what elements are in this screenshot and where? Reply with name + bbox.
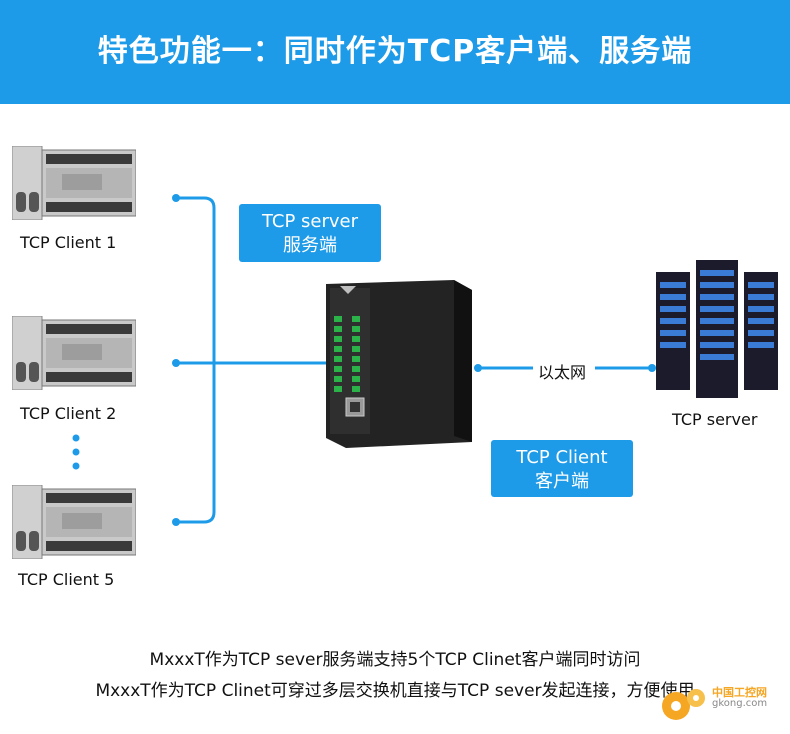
plc-device-icon [12,485,136,559]
server-label: TCP server [672,410,758,429]
badge-line: TCP Client [516,447,608,468]
ellipsis-dot [72,462,80,470]
badge-line: TCP server [261,211,359,232]
title-banner [0,0,790,104]
footer-line-1: MxxxT作为TCP sever服务端支持5个TCP Clinet客户端同时访问 [149,650,641,670]
server-role-badge: TCP server 服务端 [239,204,381,262]
client-bracket [176,196,330,524]
watermark-sub: gkong.com [712,698,768,709]
client-label: TCP Client 5 [18,570,115,589]
page-title: 特色功能一：同时作为TCP客户端、服务端 [97,34,693,69]
gear-logo-icon [662,689,705,720]
footer-line-2: MxxxT作为TCP Clinet可穿过多层交换机直接与TCP sever发起连… [95,681,695,701]
connector-dot [172,194,180,202]
connector-dot [172,359,180,367]
ellipsis-dot [72,434,80,442]
watermark-text: 中国工控网 [712,686,767,699]
io-module-device [326,280,472,448]
badge-line: 客户端 [535,471,589,492]
connector-dot [172,518,180,526]
server-rack-icon [656,260,778,398]
plc-device-icon [12,146,136,220]
ethernet-label: 以太网 [538,363,587,382]
client-label: TCP Client 1 [20,233,117,252]
client-role-badge: TCP Client 客户端 [491,440,633,497]
client-label: TCP Client 2 [20,404,117,423]
connector-dot [474,364,482,372]
connector-dot [648,364,656,372]
ellipsis-dot [72,448,80,456]
badge-line: 服务端 [283,235,337,256]
plc-device-icon [12,316,136,390]
